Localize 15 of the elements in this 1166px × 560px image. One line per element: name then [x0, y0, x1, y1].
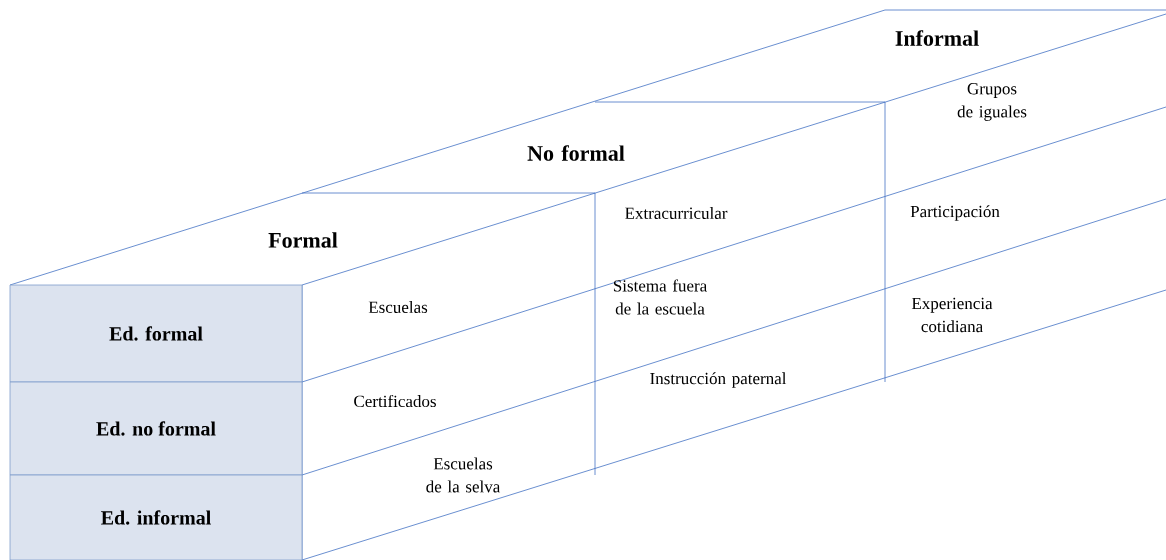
row-header-box: Ed. no formal: [9, 381, 303, 476]
cell-text: Grupos de iguales: [957, 83, 1027, 121]
row-header-box: Ed. formal: [9, 284, 303, 383]
cell-text: Certificados: [354, 394, 436, 408]
cell-text: Escuelas de la selva: [426, 457, 501, 493]
row-header-box: Ed. informal: [9, 474, 303, 560]
column-heading: Informal: [895, 30, 979, 46]
cell-text: Experiencia cotidiana: [911, 297, 993, 333]
column-heading: Formal: [268, 232, 338, 248]
cell-text: Escuelas: [368, 301, 428, 313]
cell-text: Instrucción paternal: [650, 372, 787, 388]
cell-text: Sistema fuera de la escuela: [613, 279, 707, 315]
cell-text: Participación: [910, 205, 1000, 221]
cell-text: Extracurricular: [625, 207, 728, 219]
column-heading: No formal: [527, 145, 625, 161]
